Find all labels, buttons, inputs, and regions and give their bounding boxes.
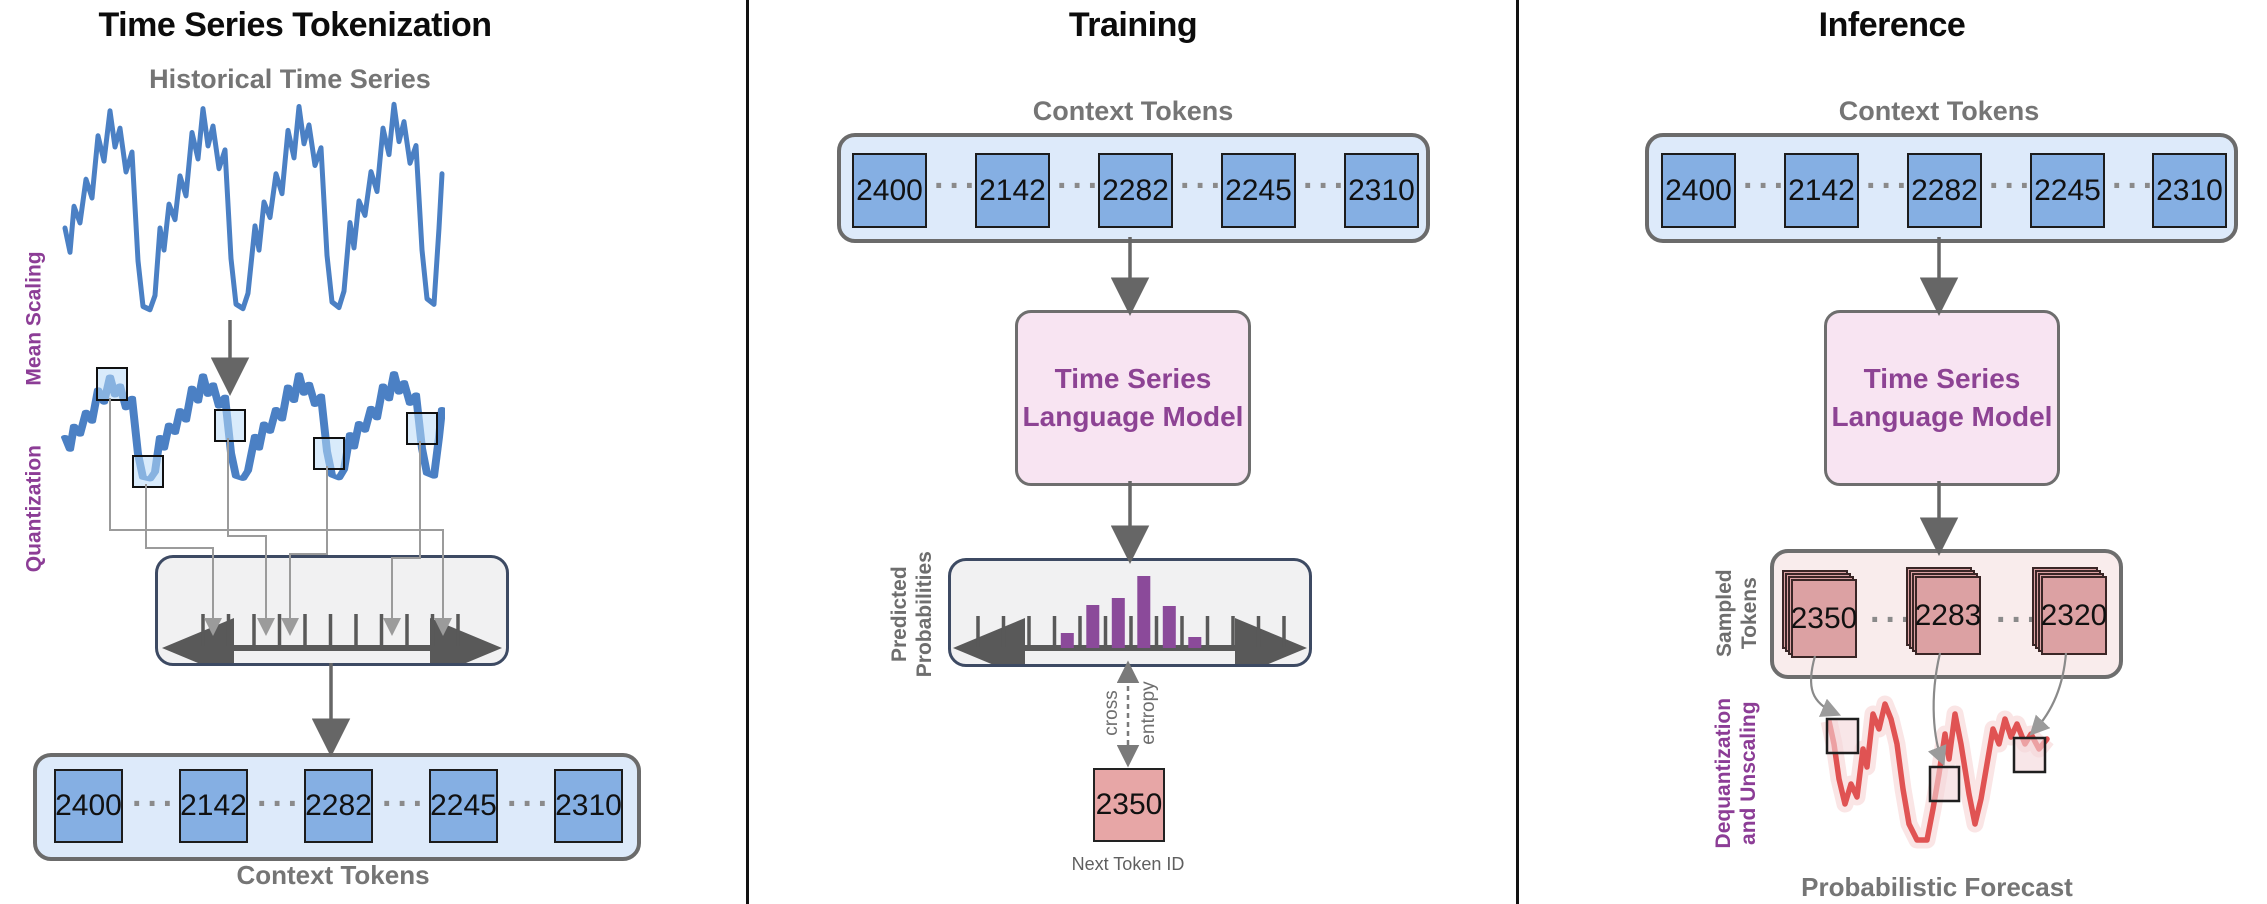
sampled-token-stack: 2320 [2032, 567, 2107, 655]
token: 2282 [1907, 153, 1982, 228]
token: 2245 [1221, 153, 1296, 228]
probability-bar [1137, 576, 1151, 648]
inference-context-tokens-caption: Context Tokens [1838, 96, 2040, 126]
ellipsis: ··· [1180, 167, 1226, 205]
sampled-tokens-box: 2350 ··· 2283 ··· 2320 [1770, 549, 2123, 679]
inference-title: Inference [1818, 6, 1966, 44]
context-tokens-box: 2400 ··· 2142 ··· 2282 ··· 2245 ··· 2310 [33, 753, 641, 861]
probability-bar [1060, 633, 1074, 648]
ellipsis: ··· [1866, 167, 1912, 205]
panel-separator-2 [1516, 0, 1519, 904]
ellipsis: ··· [1996, 601, 2042, 639]
probability-histogram [953, 576, 1307, 664]
ellipsis: ··· [382, 785, 428, 823]
token: 2310 [554, 769, 623, 843]
token: 2282 [304, 769, 373, 843]
token: 2400 [852, 153, 927, 228]
token: 2142 [179, 769, 248, 843]
entropy-label: entropy [1138, 681, 1159, 745]
quantization-box [155, 555, 509, 666]
sampled-token: 2350 [1791, 579, 1857, 658]
token: 2400 [54, 769, 123, 843]
training-context-tokens-box: 2400 ··· 2142 ··· 2282 ··· 2245 ··· 2310 [837, 133, 1430, 243]
tokenization-title: Time Series Tokenization [98, 6, 492, 44]
cross-label: cross [1101, 690, 1122, 736]
probability-bar [1111, 598, 1125, 648]
ellipsis: ··· [132, 785, 178, 823]
predicted-probabilities-label: Predicted Probabilities [887, 551, 936, 678]
forecast-sample-box [2012, 736, 2047, 774]
ellipsis: ··· [934, 167, 980, 205]
quantization-label: Quantization [22, 445, 46, 573]
sample-highlight-box [132, 455, 164, 488]
model-label-line2: Language Model [1831, 401, 2053, 432]
next-token-caption: Next Token ID [1071, 854, 1185, 874]
training-context-tokens-caption: Context Tokens [1032, 96, 1234, 126]
model-label-line1: Time Series [1863, 363, 2021, 395]
sampled-token: 2320 [2041, 576, 2107, 655]
next-token-box: 2350 [1093, 768, 1165, 842]
probability-bar [1086, 605, 1100, 648]
forecast-sample-box [1825, 717, 1860, 755]
token: 2245 [429, 769, 498, 843]
historical-series-chart [62, 101, 445, 313]
token: 2282 [1098, 153, 1173, 228]
probability-bar [1162, 606, 1176, 648]
mean-scaling-label: Mean Scaling [22, 251, 46, 386]
ellipsis: ··· [1989, 167, 2035, 205]
sampled-token-stack: 2350 [1782, 570, 1857, 658]
ellipsis: ··· [2112, 167, 2158, 205]
model-label-line1: Time Series [1054, 363, 1212, 395]
sample-highlight-box [96, 367, 128, 401]
ellipsis: ··· [1743, 167, 1789, 205]
token: 2142 [975, 153, 1050, 228]
sampled-token-stack: 2283 [1906, 567, 1981, 655]
sample-highlight-box [214, 409, 246, 442]
model-label-line2: Language Model [1022, 401, 1244, 432]
forecast-sample-box [1928, 765, 1961, 803]
ellipsis: ··· [1057, 167, 1103, 205]
inference-language-model-box: Time Series Language Model [1824, 310, 2060, 486]
predicted-probabilities-box [948, 558, 1312, 667]
probability-bar [1188, 637, 1202, 648]
context-tokens-caption: Context Tokens [236, 860, 430, 890]
training-language-model-box: Time Series Language Model [1015, 310, 1251, 486]
token: 2142 [1784, 153, 1859, 228]
token: 2400 [1661, 153, 1736, 228]
sampled-token: 2283 [1915, 576, 1981, 655]
dequantization-label: Dequantization and Unscaling [1711, 697, 1760, 849]
ellipsis: ··· [507, 785, 553, 823]
historical-series-caption: Historical Time Series [149, 64, 431, 94]
quantization-axis [162, 614, 502, 663]
probabilistic-forecast-caption: Probabilistic Forecast [1801, 872, 2073, 902]
ellipsis: ··· [1303, 167, 1349, 205]
token: 2310 [2152, 153, 2227, 228]
ellipsis: ··· [257, 785, 303, 823]
sample-highlight-box [406, 412, 438, 445]
sample-highlight-box [313, 437, 345, 470]
token: 2245 [2030, 153, 2105, 228]
panel-separator-1 [746, 0, 749, 904]
token: 2310 [1344, 153, 1419, 228]
probabilistic-forecast-chart [1820, 695, 2054, 849]
training-title: Training [1068, 6, 1198, 44]
ellipsis: ··· [1870, 601, 1916, 639]
inference-context-tokens-box: 2400 ··· 2142 ··· 2282 ··· 2245 ··· 2310 [1645, 133, 2238, 243]
